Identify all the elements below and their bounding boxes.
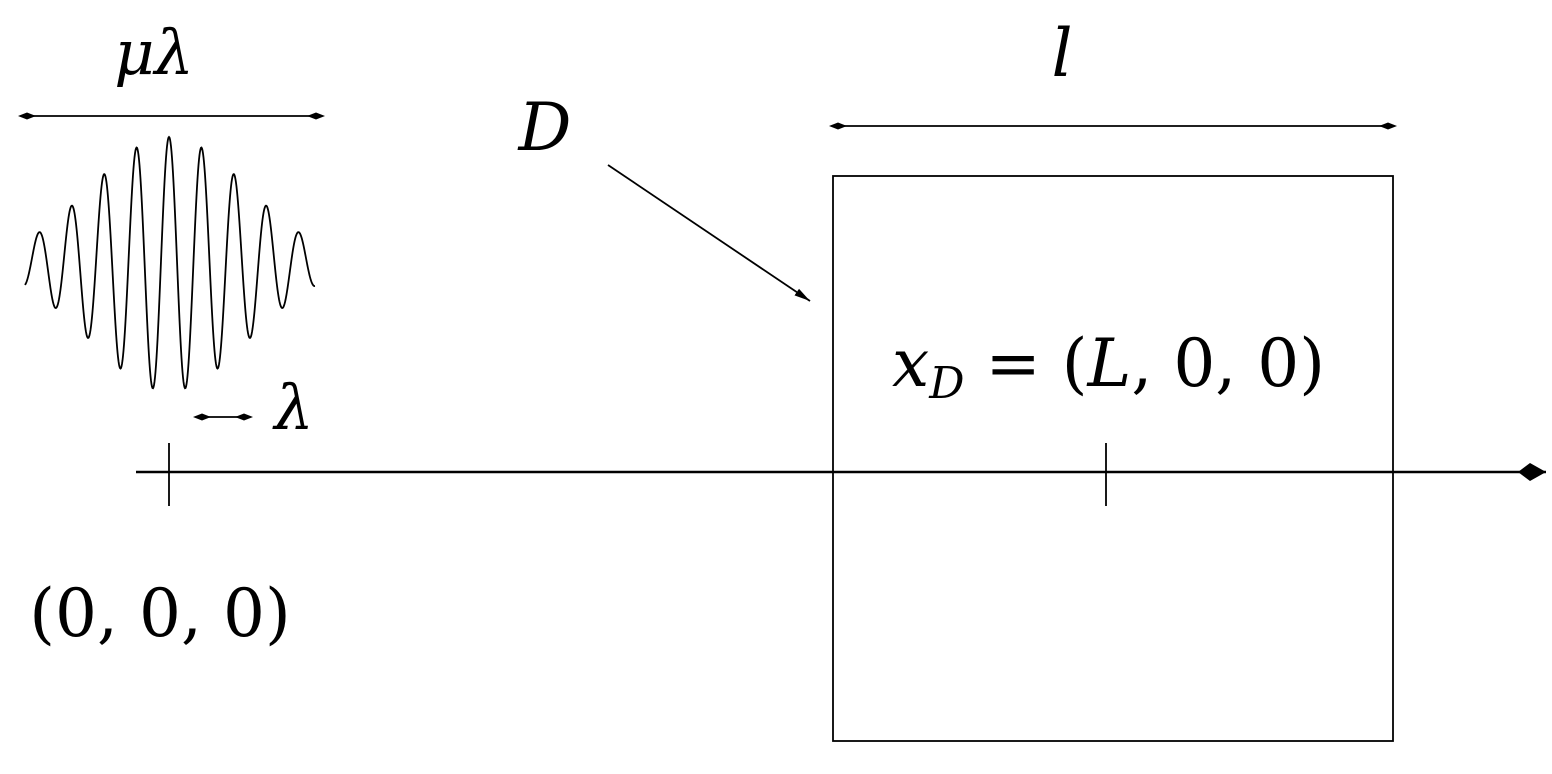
- position-subscript: D: [928, 358, 964, 409]
- origin-coordinates-label: (0, 0, 0): [29, 575, 290, 652]
- detector-position-label: xD = (L, 0, 0): [892, 325, 1325, 409]
- position-tail: , 0, 0): [1131, 325, 1325, 402]
- detector-label: D: [518, 89, 572, 166]
- packet-width-label: μλ: [114, 16, 194, 89]
- detector-region: [832, 175, 1394, 742]
- detector-pointer-arrow: [607, 164, 811, 302]
- lambda-symbol: λ: [152, 16, 194, 89]
- mu-symbol: μ: [114, 16, 154, 89]
- position-x-symbol: x: [892, 325, 929, 402]
- wave-packet-curve: [24, 135, 316, 390]
- detector-length-label: l: [1051, 15, 1072, 92]
- position-l-symbol: L: [1087, 325, 1132, 402]
- position-equals: = (: [965, 325, 1088, 402]
- wavelength-label: λ: [271, 371, 313, 444]
